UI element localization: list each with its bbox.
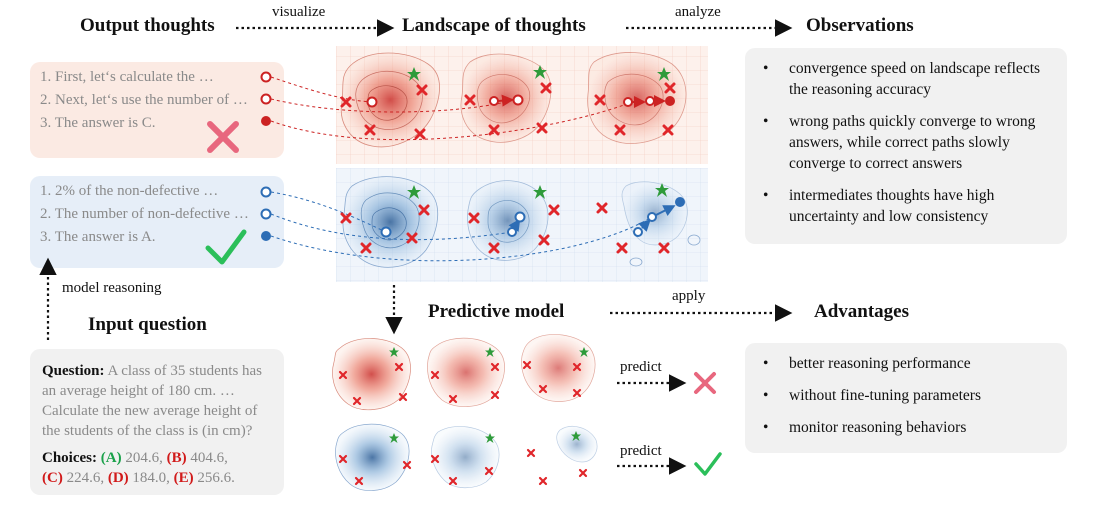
predict-label-top: predict [620,359,662,375]
observation-item: intermediates thoughts have high uncerta… [759,185,1057,227]
advantage-item: without fine-tuning parameters [759,385,1057,406]
check-mark-icon [694,452,722,476]
observation-item: convergence speed on landscape reflects … [759,58,1057,100]
correct-thoughts-box: 1. 2% of the non-defective … 2. The numb… [30,176,284,268]
correct-thought-3: 3. The answer is A. [40,229,156,245]
choice-e-value: 256.6. [197,470,235,486]
question-text-block: Question: A class of 35 students has an … [42,361,272,441]
output-thoughts-heading: Output thoughts [80,15,215,36]
blue-connector-paths [270,191,651,262]
predictive-blue-landscapes [335,423,598,491]
observations-box: convergence speed on landscape reflects … [745,48,1067,244]
correct-thought-1: 1. 2% of the non-defective … [40,183,219,199]
choices-label: Choices: [42,450,97,466]
blue-reasoning-path [380,197,685,238]
choice-b-key: (B) [166,450,187,466]
advantage-item: monitor reasoning behaviors [759,417,1057,438]
wrong-thoughts-box: 1. First, let‘s calculate the … 2. Next,… [30,62,284,158]
star-icon [389,347,589,443]
choice-d-key: (D) [107,470,129,486]
wrong-thought-markers [260,71,272,126]
x-marker-icon [340,82,676,254]
predictive-red-landscapes [332,334,596,411]
choice-d-value: 184.0, [132,470,170,486]
cross-mark-icon [694,372,716,394]
advantages-list: better reasoning performance without fin… [759,353,1057,438]
predict-label-bottom: predict [620,443,662,459]
cross-mark-icon [207,121,239,153]
wrong-thought-1: 1. First, let‘s calculate the … [40,69,214,85]
choice-e-key: (E) [173,470,194,486]
observations-heading: Observations [806,15,914,36]
input-question-heading: Input question [88,314,207,335]
apply-label: apply [672,288,706,304]
observations-list: convergence speed on landscape reflects … [759,58,1057,227]
predictive-model-heading: Predictive model [428,301,565,322]
correct-thought-2: 2. The number of non-defective … [40,206,249,222]
correct-thought-markers [260,186,272,241]
choice-a-value: 204.6, [125,450,163,466]
question-label: Question: [42,363,105,379]
blue-landscape-1 [342,176,439,268]
visualize-label: visualize [272,4,326,20]
advantages-box: better reasoning performance without fin… [745,343,1067,453]
choice-c-key: (C) [42,470,63,486]
choice-a-key: (A) [100,450,122,466]
check-mark-icon [205,229,247,265]
choice-b-value: 404.6, [190,450,228,466]
choice-c-value: 224.6, [66,470,105,486]
x-marker-icon [338,360,588,486]
wrong-thought-2: 2. Next, let‘s use the number of … [40,92,248,108]
observation-item: wrong paths quickly converge to wrong an… [759,111,1057,174]
question-box: Question: A class of 35 students has an … [30,349,284,495]
wrong-thought-3: 3. The answer is C. [40,115,156,131]
blue-landscape-2 [467,180,549,261]
question-text: A class of 35 students has an average he… [42,363,263,439]
advantage-item: better reasoning performance [759,353,1057,374]
analyze-label: analyze [675,4,721,20]
star-icon [407,65,671,199]
landscape-heading: Landscape of thoughts [402,15,586,36]
model-reasoning-label: model reasoning [62,280,162,296]
red-reasoning-path [366,94,675,108]
choices-block: Choices: (A) 204.6, (B) 404.6, (C) 224.6… [42,448,272,488]
advantages-heading: Advantages [814,301,910,322]
